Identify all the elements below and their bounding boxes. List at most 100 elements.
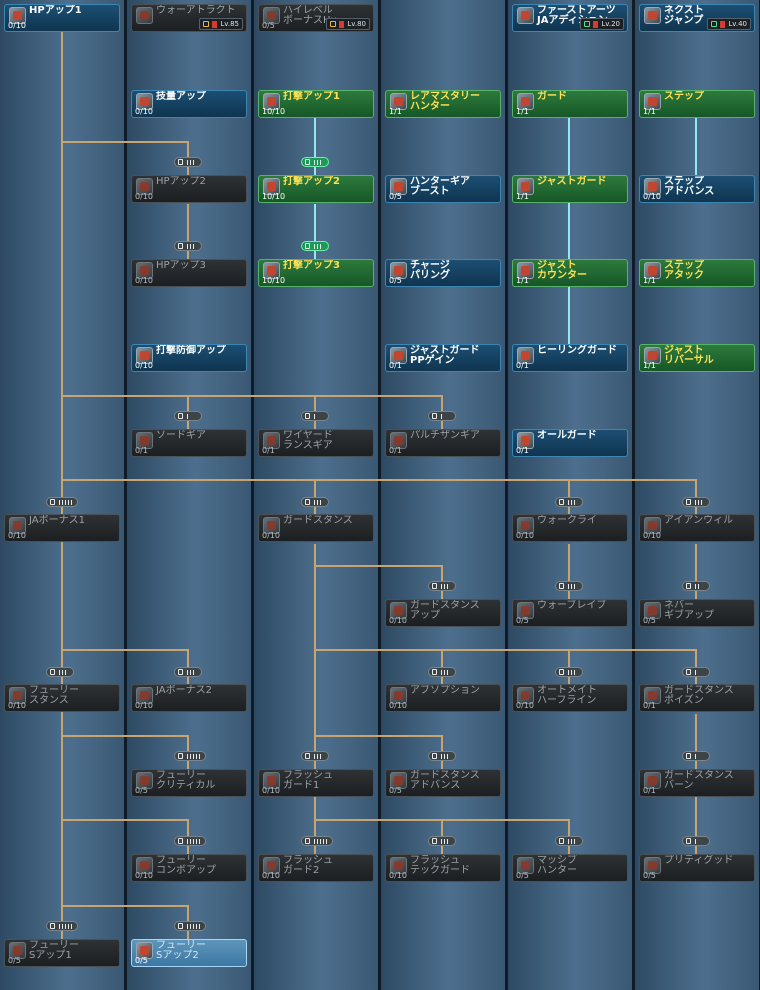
skill-node-step[interactable]: ステップ 1/1 [639, 90, 755, 118]
skill-level: 0/10 [643, 532, 661, 540]
skill-level: 1/1 [643, 108, 656, 116]
skill-level: 0/1 [516, 362, 529, 370]
requirement-badge [46, 667, 74, 677]
skill-name: オートメイト ハーフライン [537, 686, 597, 706]
requirement-badge [555, 581, 583, 591]
skill-node-guard[interactable]: ガード 1/1 [512, 90, 628, 118]
skill-name: フューリー Sアップ2 [156, 941, 206, 961]
skill-name: フューリー スタンス [29, 686, 79, 706]
skill-name: プリティグッド [664, 856, 733, 866]
skill-name: パルチザンギア [410, 431, 480, 441]
skill-name: レアマスタリー ハンター [410, 92, 480, 112]
skill-name: 打撃防御アップ [156, 346, 226, 356]
arts-icon [517, 7, 534, 24]
skill-level: 0/5 [389, 277, 402, 285]
skill-node-wired-lance-gear[interactable]: ワイヤード ランスギア 0/1 [258, 429, 374, 457]
skill-node-rare-mastery[interactable]: レアマスタリー ハンター 1/1 [385, 90, 501, 118]
skill-level: 0/10 [135, 108, 153, 116]
skill-name: HPアップ3 [156, 261, 206, 271]
skill-level: 10/10 [262, 108, 285, 116]
requirement-badge [46, 921, 78, 931]
skill-node-pretty-good[interactable]: プリティグッド 0/5 [639, 854, 755, 882]
skill-level: 0/1 [262, 447, 275, 455]
skill-level: 0/5 [516, 617, 529, 625]
skill-name: ヒーリングガード [537, 346, 617, 356]
skill-name: ワイヤード ランスギア [283, 431, 333, 451]
skill-node-massive-hunter[interactable]: マッシブ ハンター 0/5 [512, 854, 628, 882]
skill-level: 0/1 [643, 702, 656, 710]
skill-node-healing-guard[interactable]: ヒーリングガード 0/1 [512, 344, 628, 372]
skill-name: ガード [537, 92, 567, 102]
required-level: Lv.40 [728, 20, 747, 29]
skill-level: 0/10 [135, 362, 153, 370]
skill-level: 0/10 [389, 702, 407, 710]
skill-name: マッシブ ハンター [537, 856, 577, 876]
skill-name: ガードスタンス アップ [410, 601, 480, 621]
skill-name: ジャスト リバーサル [664, 346, 714, 366]
skill-name: HPアップ1 [29, 6, 82, 16]
skill-level: 0/1 [135, 447, 148, 455]
skill-level: 1/1 [516, 108, 529, 116]
skill-level: 0/5 [262, 22, 275, 30]
requirement-badge [174, 241, 202, 251]
requirement-badge [682, 581, 710, 591]
skill-level: 0/5 [643, 872, 656, 880]
skill-name: HPアップ2 [156, 177, 206, 187]
skill-name: 打撃アップ3 [283, 261, 340, 271]
skill-name: ステップ [664, 92, 704, 102]
skill-level: 0/10 [8, 702, 26, 710]
skill-level: 0/10 [135, 193, 153, 201]
skill-name: アイアンウィル [664, 516, 733, 526]
skill-level: 1/1 [389, 108, 402, 116]
skill-level: 0/5 [516, 872, 529, 880]
skill-name: オールガード [537, 431, 597, 441]
skill-name: フューリー クリティカル [156, 771, 215, 791]
skill-level: 0/10 [389, 617, 407, 625]
skill-level: 0/1 [643, 787, 656, 795]
